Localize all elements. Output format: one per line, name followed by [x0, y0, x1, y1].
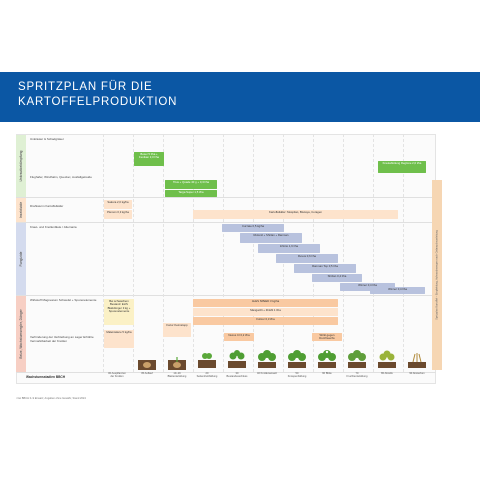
treatment-bar: Revus 0,6 l/ha — [276, 254, 338, 263]
growth-stage-label: 05 Auflauf — [141, 372, 153, 375]
treatment-bar: Curzate 0,5 kg/ha — [222, 224, 284, 232]
treatment-bar: Ridomil + Shirlan + Ranman — [240, 233, 302, 243]
treatment-bar: Boxer 5 l/ha + Fenikan 3,0 l/ha — [134, 152, 164, 166]
grid-line — [283, 134, 284, 372]
section-weeds: Unkrautbekämpfung — [16, 135, 26, 197]
treatment-bar: Winner 0,4 l/ha — [340, 283, 395, 291]
grid-line — [403, 134, 404, 372]
plant-stage-icon — [288, 350, 306, 368]
growth-stage-label: 60 Blüte — [322, 372, 332, 375]
treatment-bar: Shirlan 0,4 l/ha — [312, 274, 362, 282]
growth-stage-axis-label: Wachstumsstadien BBCH — [26, 375, 66, 379]
plant-stage-icon — [138, 360, 156, 370]
plant-stage-icon — [378, 350, 396, 368]
treatment-bar: Plenum 0,3 kg/ha — [104, 210, 132, 219]
row-label: Kraut- und Knollenfäule / Alternaria — [30, 225, 77, 229]
grid-line — [133, 134, 134, 372]
treatment-bar: Nexus Cl 0,2 l/ha — [224, 333, 254, 341]
section-fungi-label: Fungizide — [19, 251, 23, 267]
divider — [16, 295, 436, 296]
grid-line — [373, 134, 374, 372]
growth-stage-label: 80 Abreife — [381, 372, 393, 375]
growth-stage-label: 70 Fruchtentwicklung — [346, 372, 368, 378]
grid-line — [163, 134, 164, 372]
title-line-1: SPRITZPLAN FÜR DIE — [18, 81, 153, 93]
treatment-bar: Targa Super 1,5 l/ha — [165, 190, 217, 197]
growth-stage-label: 30 Bestandesschluss — [226, 372, 248, 378]
title-line-2: KARTOFFELPRODUKTION — [18, 96, 178, 108]
treatment-bar: Bei schwachem Bestand: ELIS Blattdünger … — [104, 299, 134, 325]
growth-stage-label: 40 Knollenansatz — [257, 372, 277, 375]
growth-stage-label: 90 Absterben — [409, 372, 425, 375]
growth-stage-label: 00 Auspflanzen der Knollen — [108, 372, 126, 378]
treatment-bar: Wirkt gegen Durchwuchs — [312, 333, 342, 341]
plant-stage-icon — [318, 350, 336, 368]
treatment-bar: Folicur 0,3 l/ha — [193, 317, 338, 325]
growth-stage-label: 20 Seitentriebbildung — [196, 372, 218, 378]
plant-stage-icon — [228, 350, 246, 368]
page-title: SPRITZPLAN FÜR DIE KARTOFFELPRODUKTION — [18, 80, 177, 110]
row-label: Drahtwurm Kartoffelkäfer — [30, 204, 64, 208]
section-insects: Insektizide — [16, 198, 26, 222]
section-insects-label: Insektizide — [19, 201, 23, 219]
section-growth-label: Beize, Wachstumsregler, Dünger — [19, 309, 23, 359]
treatment-bar: Titus + Quade 40 g + 0,3 l/ha — [165, 180, 217, 189]
side-info-text: Spritzplan Kartoffel – Empfehlung, Aufwa… — [435, 230, 439, 320]
treatment-bar: Winner 0,4 l/ha — [370, 287, 425, 294]
grid-line — [313, 134, 314, 372]
row-label: Verhinderung der Verbleibung an Lager Er… — [30, 335, 94, 343]
treatment-bar: Maleinsäure 5 kg/ha — [104, 330, 134, 348]
row-label: Wirkstoff Magnesium Schwefel + Spurenele… — [30, 298, 97, 302]
treatment-bar: Sakura 2,0 kg/ha — [104, 200, 132, 209]
treatment-bar: Krautabtötung Reglone 2,0 l/ha — [378, 161, 426, 173]
side-info-strip: Spritzplan Kartoffel – Empfehlung, Aufwa… — [432, 180, 442, 370]
spray-plan-grid — [16, 134, 436, 384]
treatment-bar: Manganfit + Zinkfit 1 l/ha — [193, 308, 338, 316]
header-band — [0, 72, 480, 122]
growth-stage-label: 50 Knospenbildung — [287, 372, 307, 378]
grid-line — [343, 134, 344, 372]
row-label: Flughafer, Windhalm, Quecke¹, Ausfallget… — [30, 175, 92, 179]
plant-stage-icon — [168, 357, 186, 370]
section-weeds-label: Unkrautbekämpfung — [19, 150, 23, 182]
treatment-bar: Infinito 1,6 l/ha — [258, 244, 320, 253]
grid-line — [193, 134, 194, 372]
divider — [16, 372, 436, 373]
section-fungi: Fungizide — [16, 223, 26, 295]
grid-line — [223, 134, 224, 372]
growth-stage-label: 10–19 Blattentwicklung — [167, 372, 187, 378]
treatment-bar: Ranman Top 0,5 l/ha — [294, 264, 356, 273]
treatment-bar: Kartoffelkäfer: Mospilan, Biscaya, Corag… — [193, 210, 398, 219]
plant-stage-icon — [348, 350, 366, 368]
divider — [16, 197, 436, 198]
plant-stage-icon — [258, 350, 276, 368]
row-label: Unkräuter & Schadgräser — [30, 137, 64, 141]
section-growth: Beize, Wachstumsregler, Dünger — [16, 296, 26, 372]
grid-line — [253, 134, 254, 372]
plant-stage-icon — [198, 353, 216, 368]
footnote: ¹ bei BBCH 0–9 Einsatz; Angaben ohne Gew… — [16, 397, 86, 400]
treatment-bar: ALES SPEED 3 kg/ha — [193, 299, 338, 307]
plant-stage-icon — [408, 353, 426, 368]
treatment-bar: Fazor Keimstopp — [163, 323, 191, 337]
grid-line — [103, 134, 104, 372]
divider — [16, 222, 436, 223]
